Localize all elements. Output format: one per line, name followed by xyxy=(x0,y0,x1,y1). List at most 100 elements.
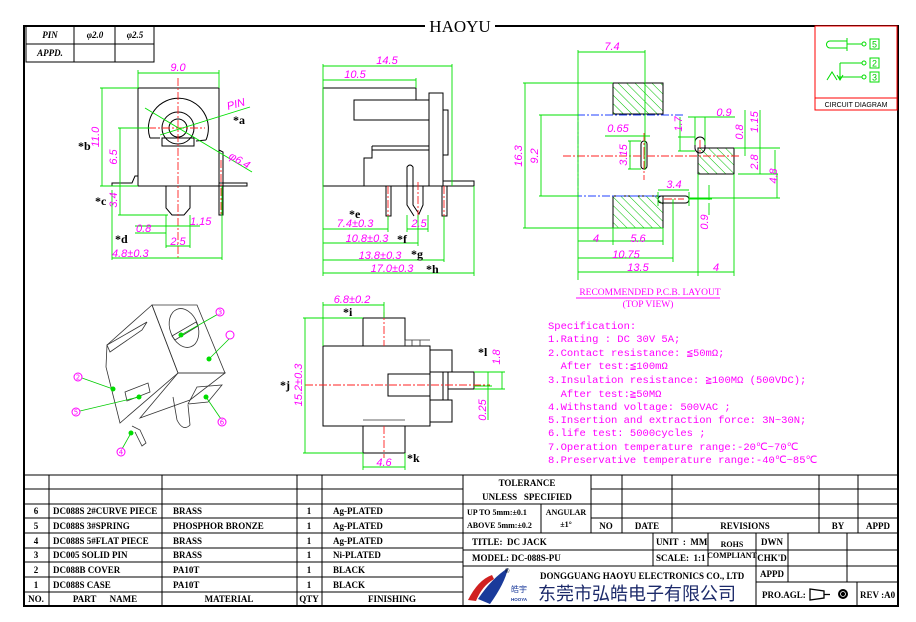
marker-f: *f xyxy=(397,232,408,246)
dim-4-left: 4 xyxy=(593,233,599,245)
dim-0-8: 0.8 xyxy=(136,223,152,235)
marker-j: *j xyxy=(280,378,290,392)
logo-en: HOOYA xyxy=(511,597,528,602)
bubble-6: 6 xyxy=(220,419,225,427)
bom-qty: 1 xyxy=(307,521,312,531)
pad-right xyxy=(697,147,735,175)
bubble-2: 2 xyxy=(76,374,80,382)
rev-header-date: DATE xyxy=(635,521,659,531)
bom-finishing: Ag-PLATED xyxy=(333,521,383,531)
dim-center-height: 6.5 xyxy=(108,148,120,164)
spec-title: Specification: xyxy=(548,321,636,333)
dim-pin-2-5: 2.5 xyxy=(410,218,427,230)
dim-16-3: 16.3 xyxy=(513,144,525,166)
title-block: TITLE: DC JACK MODEL: DC-088S-PU UNIT : … xyxy=(463,532,898,606)
appd-label: APPD. xyxy=(36,48,63,58)
bom-finishing: Ag-PLATED xyxy=(333,506,383,516)
bom-part: DC088S 5#FLAT PIECE xyxy=(53,536,149,546)
bom-material: BRASS xyxy=(173,506,202,516)
rev-header-appd: APPD xyxy=(866,521,890,531)
bom-header-qty: QTY xyxy=(299,594,319,604)
bom-part: DC088B COVER xyxy=(53,565,121,575)
dim-2-8: 2.8 xyxy=(749,153,761,170)
bom-part: DC005 SOLID PIN xyxy=(53,550,128,560)
dim-15-2: 15.2±0.3 xyxy=(293,363,305,407)
bom-qty: 1 xyxy=(307,506,312,516)
dim-1-7: 1.7 xyxy=(673,115,685,131)
isometric-view: 3 2 5 4 6 xyxy=(71,304,235,457)
bom-no: 5 xyxy=(34,521,39,531)
revision-field: REV :A0 xyxy=(860,590,896,600)
bom-no: 2 xyxy=(34,565,39,575)
pin-callout: PIN xyxy=(226,97,247,113)
spec-line: After test:≧50MΩ xyxy=(548,389,661,401)
svg-text:®: ® xyxy=(505,568,510,575)
bubble-5: 5 xyxy=(74,409,78,417)
tolerance-above: ABOVE 5mm:±0.2 xyxy=(467,521,532,530)
bom-finishing: BLACK xyxy=(333,580,365,590)
bom-header: NO. PART NAME MATERIAL QTY FINISHING xyxy=(28,594,416,604)
dim-pin-length: 3.4 xyxy=(108,192,120,207)
dim-1-8: 1.8 xyxy=(491,348,503,364)
terminal-2: 2 xyxy=(872,59,877,69)
marker-g: *g xyxy=(411,247,423,261)
rohs-compliant: COMPLIANT xyxy=(707,551,757,560)
dwn-label: DWN xyxy=(761,537,783,547)
company-name-en: DONGGUANG HAOYU ELECTRONICS CO., LTD xyxy=(540,571,745,581)
rev-header-no: NO xyxy=(599,521,613,531)
pcb-layout-view: 7.4 16.3 9.2 0.65 3.15 1.7 0.9 0.8 1.15 … xyxy=(513,41,780,310)
spec-line: 2.Contact resistance: ≦50mΩ; xyxy=(548,348,724,360)
dim-height: 11.0 xyxy=(90,126,102,147)
bom-qty: 1 xyxy=(307,580,312,590)
rev-header-revisions: REVISIONS xyxy=(720,521,770,531)
bom-material: PHOSPHOR BRONZE xyxy=(173,521,264,531)
bom-no: 4 xyxy=(34,536,39,546)
pad-bottom xyxy=(612,195,664,229)
part-leaders xyxy=(79,312,231,450)
spec-line: 5.Insertion and extraction force: 3N~30N… xyxy=(548,415,806,427)
bom-row: 3 DC005 SOLID PIN BRASS 1 Ni-PLATED xyxy=(34,550,382,560)
spec-line: 4.Withstand voltage: 500VAC ; xyxy=(548,402,731,414)
dim-1-15: 1.15 xyxy=(749,110,761,132)
unit-field: UNIT : MM xyxy=(656,537,708,547)
bom-header-finishing: FINISHING xyxy=(368,594,416,604)
pin-size-2-5: φ2.5 xyxy=(127,30,144,40)
pcb-caption: RECOMMENDED P.C.B. LAYOUT xyxy=(579,288,721,298)
bom-material: BRASS xyxy=(173,536,202,546)
front-view: 9.0 11.0 6.5 3.4 0.8 1.15 2.5 4.8±0.3 φ6… xyxy=(78,62,253,260)
bom-part: DC088S CASE xyxy=(53,580,111,590)
projection-angle-label: PRO.AGL: xyxy=(762,590,806,600)
bom-qty: 1 xyxy=(307,536,312,546)
bom-qty: 1 xyxy=(307,565,312,575)
company-name-cn: 东莞市弘皓电子有限公司 xyxy=(538,584,736,605)
spec-line: After test:≦100mΩ xyxy=(548,361,668,373)
marker-c: *c xyxy=(95,194,107,208)
bom-material: PA10T xyxy=(173,565,199,575)
dim-13-8: 13.8±0.3 xyxy=(359,250,403,262)
title-field: TITLE: DC JACK xyxy=(472,537,547,547)
appd-label: APPD xyxy=(760,569,784,579)
bom-finishing: BLACK xyxy=(333,565,365,575)
marker-a: *a xyxy=(233,113,245,127)
company-logo: 皓宇 HOOYA ® xyxy=(468,568,528,604)
logo-cn: 皓宇 xyxy=(511,584,527,594)
dim-3-15: 3.15 xyxy=(618,143,630,165)
bom-part: DC088S 3#SPRING xyxy=(53,521,130,531)
bom-header-no: NO. xyxy=(28,594,44,604)
scale-field: SCALE: 1:1 xyxy=(656,553,706,563)
angular-value: ±1° xyxy=(560,520,572,529)
bubble-4: 4 xyxy=(119,449,124,457)
bom-row: 4 DC088S 5#FLAT PIECE BRASS 1 Ag-PLATED xyxy=(34,536,384,546)
tolerance-up-to: UP TO 5mm:±0.1 xyxy=(467,508,527,517)
spec-line: 3.Insulation resistance: ≧100MΩ (500VDC)… xyxy=(548,375,806,387)
bom-finishing: Ag-PLATED xyxy=(333,536,383,546)
dim-17-0: 17.0±0.3 xyxy=(371,263,415,275)
dim-0-8: 0.8 xyxy=(734,123,746,139)
marker-k: *k xyxy=(407,451,420,465)
dim-0-9-bottom: 0.9 xyxy=(699,214,711,229)
dim-0-9-top: 0.9 xyxy=(716,107,731,119)
pin-size-2-0: φ2.0 xyxy=(87,30,104,40)
spec-line: 6.life test: 5000cycles ; xyxy=(548,428,706,440)
marker-d: *d xyxy=(115,232,128,246)
dim-width: 9.0 xyxy=(170,62,186,74)
